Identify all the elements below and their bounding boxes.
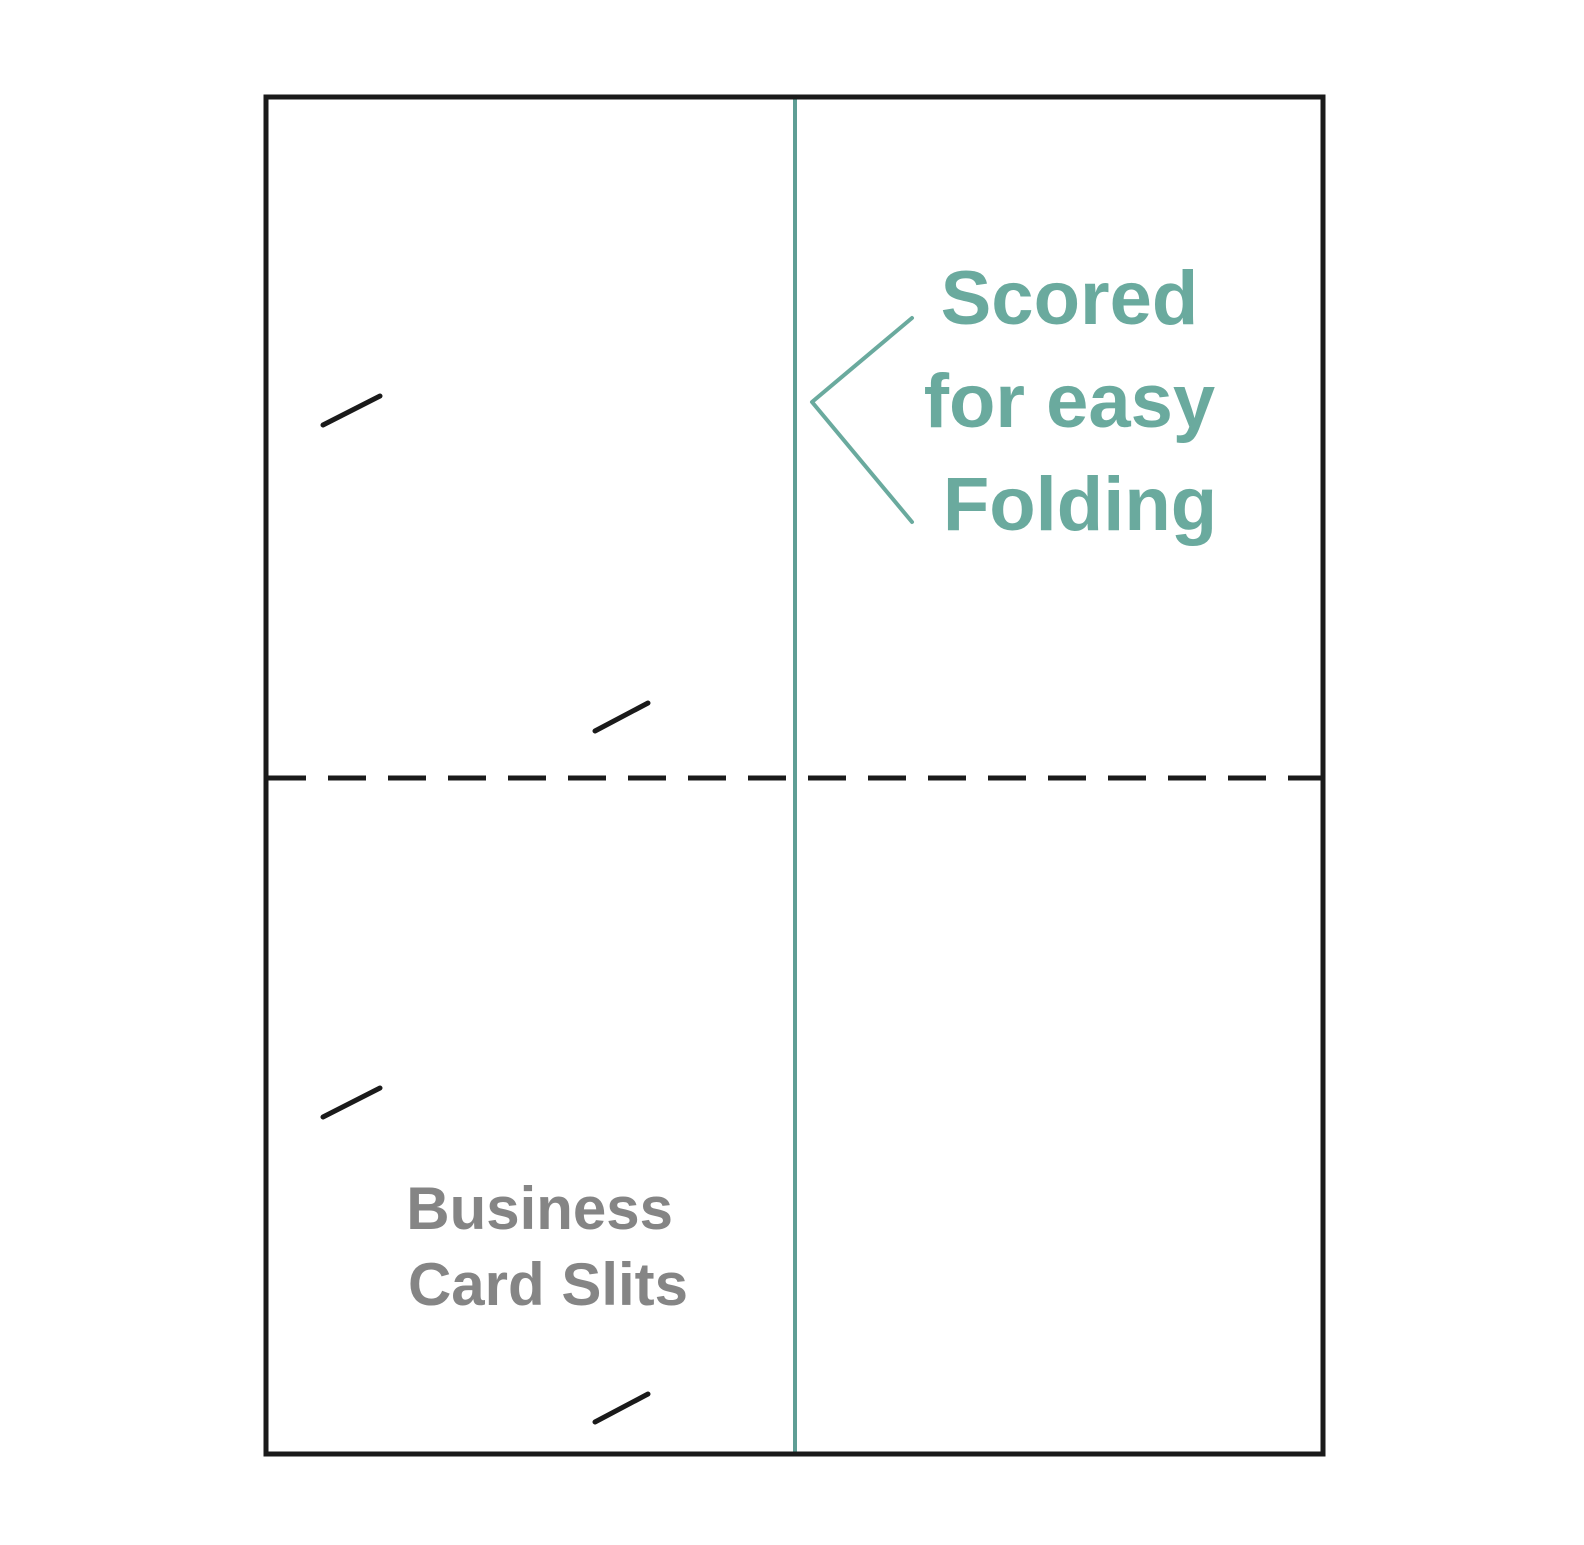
slits-label-line-1: Business <box>406 1175 673 1242</box>
slits-label-line-2: Card Slits <box>408 1251 688 1318</box>
score-callout-chevron <box>810 316 914 524</box>
slit-mark-top-right-lower <box>592 700 651 734</box>
slit-mark-bottom-left-upper <box>320 1085 383 1120</box>
score-label: Scored for easy Folding <box>924 256 1237 547</box>
slit-mark-bottom-right-lower <box>592 1391 651 1425</box>
score-label-line-1: Scored <box>941 256 1199 341</box>
sheet-border <box>263 94 1326 1457</box>
score-label-line-2: for easy <box>924 359 1216 444</box>
score-label-line-3: Folding <box>943 462 1217 547</box>
slits-label: Business Card Slits <box>406 1175 689 1318</box>
slit-mark-top-left-upper <box>320 393 383 428</box>
